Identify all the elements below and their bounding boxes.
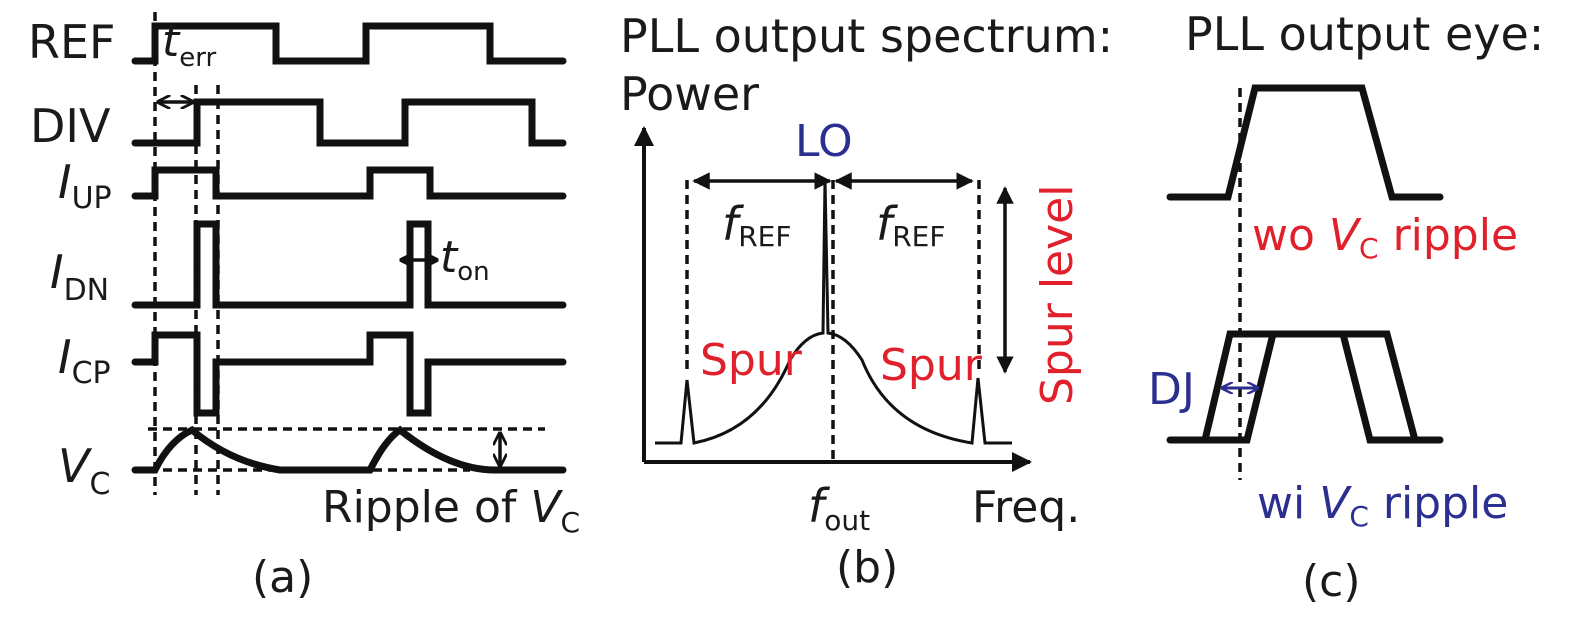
fref-left-label: fREF	[722, 197, 791, 253]
div-label: DIV	[30, 99, 111, 153]
div-waveform	[131, 98, 567, 147]
eye-with-ripple-fall-shifted	[1339, 330, 1419, 444]
idn-waveform	[131, 220, 567, 309]
vc-waveform	[131, 425, 567, 474]
caption-a: (a)	[252, 552, 313, 603]
dj-label: DJ	[1148, 364, 1195, 415]
x-axis-label: Freq.	[972, 482, 1080, 533]
spectrum-title: PLL output spectrum:	[620, 9, 1113, 63]
ripple-label: Ripple of VC	[322, 482, 580, 539]
wi-ripple-label: wi VC ripple	[1257, 478, 1508, 533]
idn-label: IDN	[50, 245, 109, 308]
caption-c: (c)	[1302, 556, 1361, 607]
spectrum-curve	[655, 179, 1012, 445]
fout-label: fout	[808, 479, 870, 537]
eye-without-ripple	[1166, 84, 1444, 201]
vc-label: VC	[58, 439, 110, 502]
wo-ripple-label: wo VC ripple	[1252, 210, 1518, 265]
panel-c-eye: PLL output eye: wo VC ripple DJ wi VC ri…	[1148, 7, 1544, 607]
y-axis-label: Power	[620, 67, 759, 121]
icp-waveform	[131, 331, 567, 417]
ref-label: REF	[28, 15, 116, 69]
spur-left-label: Spur	[700, 335, 803, 386]
icp-label: ICP	[58, 330, 111, 391]
fref-right-label: fREF	[876, 197, 945, 253]
eye-with-ripple	[1166, 330, 1444, 444]
eye-title: PLL output eye:	[1185, 7, 1544, 61]
eye-with-ripple-shifted	[1201, 330, 1277, 444]
panel-b-spectrum: PLL output spectrum: Power LO fREF fREF …	[620, 9, 1113, 593]
spur-right-label: Spur	[880, 340, 983, 391]
iup-waveform	[131, 166, 567, 200]
caption-b: (b)	[836, 542, 898, 593]
panel-a-timing-diagram: REF DIV IUP IDN ICP VC terr ton Ripple	[28, 12, 580, 603]
lo-label: LO	[795, 116, 853, 167]
spur-level-label: Spur level	[1032, 185, 1083, 405]
iup-label: IUP	[58, 155, 112, 216]
t-on-label: ton	[440, 232, 490, 287]
t-err-label: terr	[162, 16, 216, 73]
